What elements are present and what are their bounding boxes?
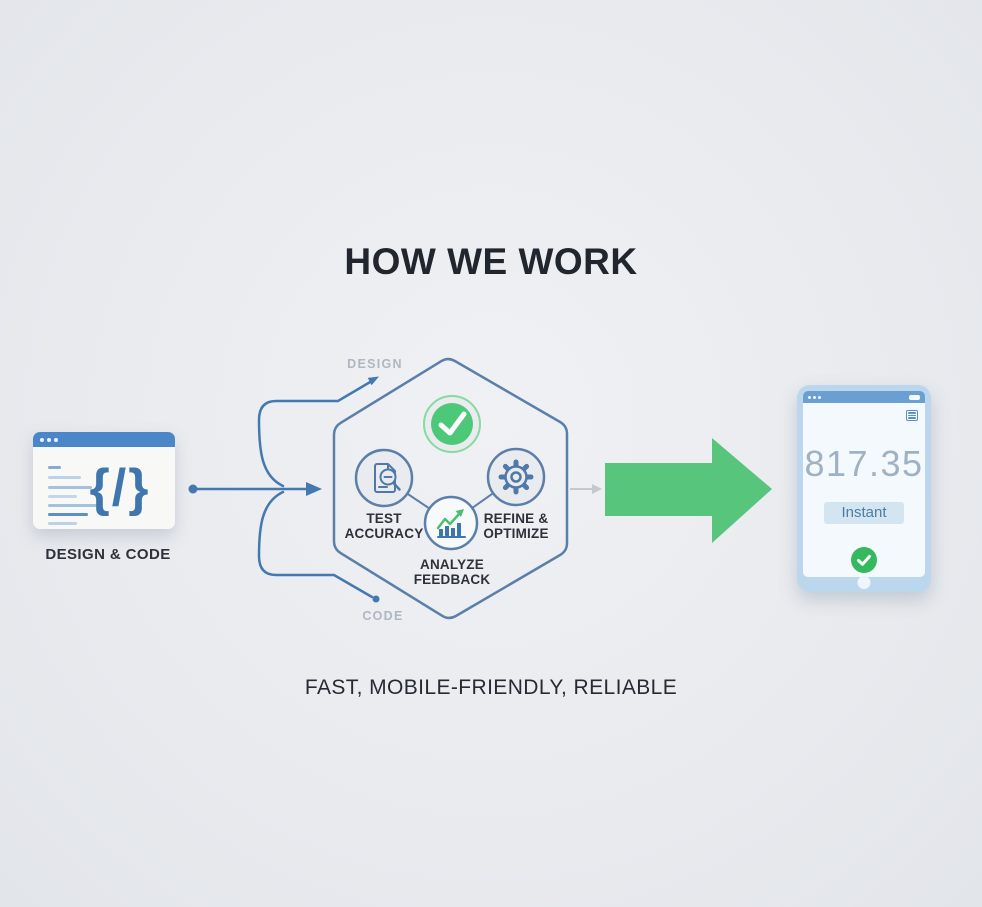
step-label-refine-optimize: REFINE & OPTIMIZE (483, 511, 549, 541)
browser-window: {/} (33, 432, 175, 529)
statusbar-dot-icon (808, 395, 811, 399)
menu-icon (906, 410, 918, 421)
step-label-test-accuracy: TEST ACCURACY (344, 511, 424, 541)
magnifier-document-icon (354, 448, 414, 508)
browser-content: {/} (33, 447, 175, 529)
device-reading: 817.35 (804, 443, 924, 484)
instant-badge: Instant (824, 502, 904, 524)
code-brackets-icon: {/} (89, 459, 151, 517)
code-branch-line (257, 490, 374, 599)
code-line (48, 513, 88, 516)
window-dot-icon (54, 437, 58, 442)
flow-arrowhead (306, 482, 322, 496)
page-title: HOW WE WORK (344, 241, 638, 282)
tablet-screen: 817.35 Instant (803, 391, 925, 577)
code-branch-label: CODE (362, 609, 404, 623)
code-line (48, 476, 81, 479)
design-branch-arrowhead (367, 376, 379, 386)
statusbar-dot-icon (818, 395, 821, 399)
check-icon (851, 547, 877, 573)
check-icon (423, 395, 481, 453)
flow-start-dot (188, 484, 198, 494)
window-dot-icon (40, 437, 44, 442)
hexagon-outline (332, 357, 569, 620)
design-branch-label: DESIGN (347, 357, 403, 371)
code-line (48, 504, 97, 507)
code-line (48, 486, 92, 489)
code-branch-endpoint-dot (372, 595, 380, 603)
battery-icon (909, 394, 920, 400)
browser-titlebar (33, 432, 175, 447)
window-dot-icon (47, 437, 51, 442)
design-branch-line (257, 380, 373, 488)
code-line (48, 522, 77, 525)
tablet-device: 817.35 Instant (797, 385, 931, 592)
home-button (857, 576, 871, 589)
source-panel-label: DESIGN & CODE (45, 546, 171, 563)
code-line (48, 466, 61, 469)
green-arrow-icon (605, 438, 772, 543)
step-label-analyze-feedback: ANALYZE FEEDBACK (413, 557, 491, 587)
tagline: FAST, MOBILE-FRIENDLY, RELIABLE (304, 676, 678, 699)
statusbar-dot-icon (813, 395, 816, 399)
code-line (48, 495, 77, 498)
bar-chart-icon (423, 495, 479, 551)
gear-icon (486, 447, 546, 507)
tablet-statusbar (803, 391, 925, 403)
output-arrowhead (592, 484, 602, 494)
